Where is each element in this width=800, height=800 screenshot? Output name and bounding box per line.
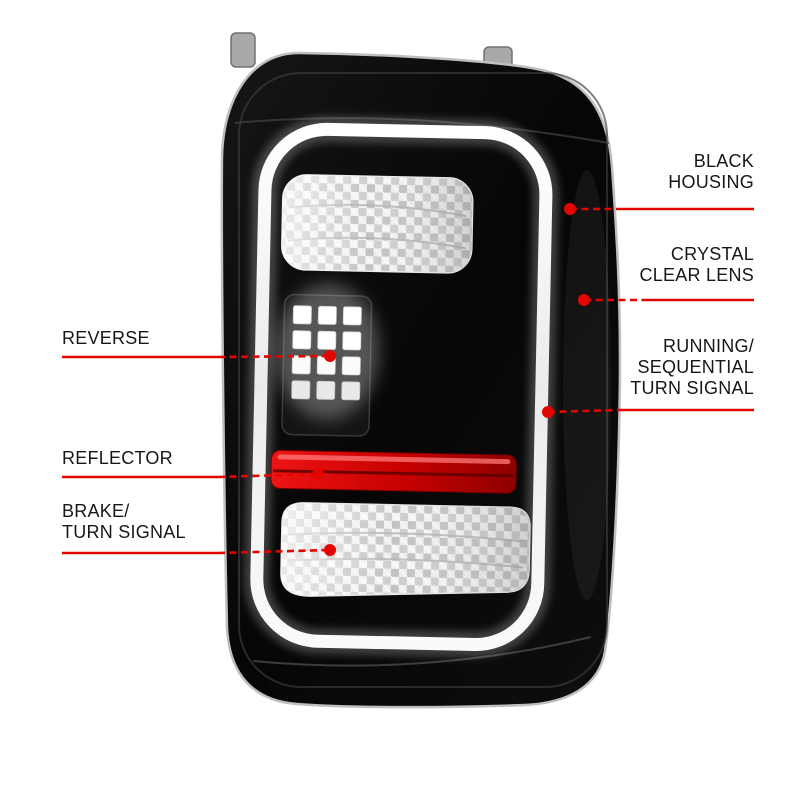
callout-brake-turn-signal: BRAKE/ TURN SIGNAL [62,501,186,543]
callout-label-line: SEQUENTIAL [637,357,754,377]
running-turn-signal-lens [281,174,474,274]
reflector-bar [270,449,517,494]
callout-running-sequential-turn-signal: RUNNING/ SEQUENTIAL TURN SIGNAL [630,336,754,399]
inner-bezel-line [238,72,608,688]
callout-label-line: BLACK [693,151,754,171]
callout-label-line: TURN SIGNAL [62,522,186,542]
callout-crystal-clear-lens: CRYSTAL CLEAR LENS [639,244,754,286]
callout-label-line: BRAKE/ [62,501,130,521]
callout-label-line: REVERSE [62,328,150,348]
callout-label-line: CRYSTAL [670,244,754,264]
brake-turn-signal-lens [280,502,531,597]
bottom-seam-line [252,636,592,667]
callout-black-housing: BLACK HOUSING [668,151,754,193]
callout-label-line: TURN SIGNAL [630,378,754,398]
callout-reverse: REVERSE [62,328,150,349]
callout-label-line: CLEAR LENS [639,265,754,285]
mounting-clip-left [230,32,256,68]
tail-light-image [220,32,622,709]
housing-highlight [563,170,611,600]
callout-label-line: REFLECTOR [62,448,173,468]
callout-label-line: RUNNING/ [663,336,754,356]
reverse-led-panel [275,283,380,437]
lamp-internals [243,116,559,658]
callout-reflector: REFLECTOR [62,448,173,469]
light-bar-tube [250,122,553,652]
callout-label-line: HOUSING [668,172,754,192]
